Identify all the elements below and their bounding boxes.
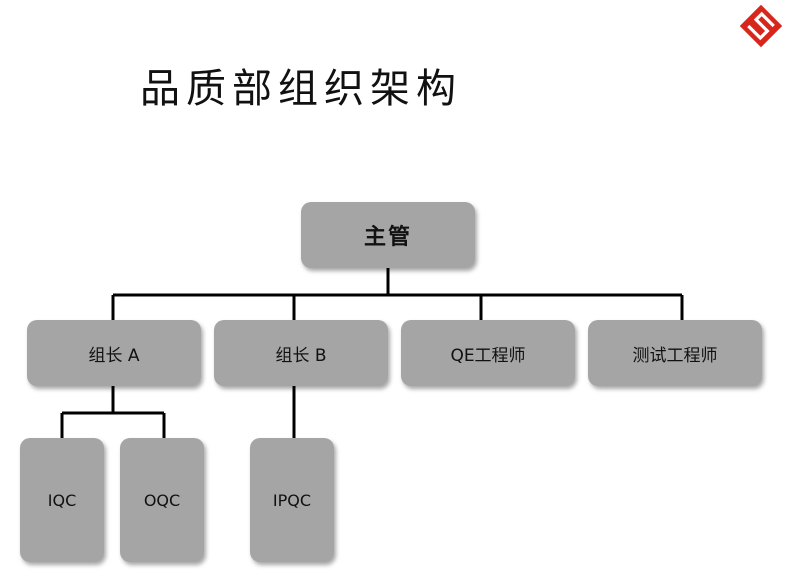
org-node-qe-engineer: QE工程师: [401, 320, 575, 386]
red-s-logo-icon: [739, 4, 783, 48]
org-node-group-leader-a: 组长 A: [27, 320, 201, 386]
page-title: 品质部组织架构: [140, 66, 462, 112]
org-node-iqc: IQC: [20, 438, 104, 562]
org-node-test-engineer: 测试工程师: [588, 320, 762, 386]
org-node-group-leader-b: 组长 B: [214, 320, 388, 386]
org-node-ipqc: IPQC: [250, 438, 334, 562]
org-node-oqc: OQC: [120, 438, 204, 562]
org-node-manager: 主管: [301, 202, 475, 268]
